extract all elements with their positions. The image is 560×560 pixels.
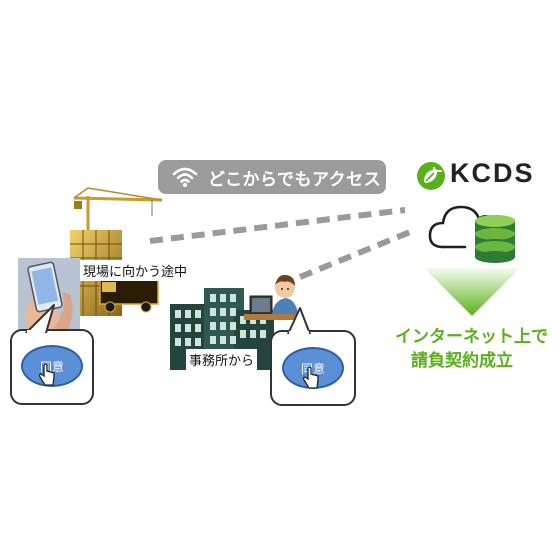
arrow-down-icon xyxy=(424,268,520,316)
construction-site-illustration xyxy=(70,187,163,316)
access-banner-text: どこからでもアクセス xyxy=(208,169,382,190)
site-label: 現場に向かう途中 xyxy=(80,260,191,281)
pointer-hand-icon xyxy=(39,363,55,386)
site-bubble-tail xyxy=(25,304,55,333)
pointer-hand-icon xyxy=(303,366,319,389)
office-agree-button-label: 同意 xyxy=(300,361,325,376)
brand-name: KCDS xyxy=(450,158,535,188)
office-worker-illustration xyxy=(244,274,298,320)
result-line-1: インターネット上で xyxy=(395,327,548,347)
cloud-database-icon xyxy=(428,205,515,263)
access-banner: どこからでもアクセス xyxy=(158,160,386,194)
office-agree-bubble: 同意 xyxy=(270,330,356,406)
office-label: 事務所から xyxy=(186,349,258,370)
office-agree-button[interactable]: 同意 xyxy=(282,347,344,389)
plug-leaf-icon xyxy=(417,162,445,190)
office-bubble-tail xyxy=(287,307,311,334)
wifi-icon xyxy=(172,167,198,187)
result-line-2: 請負契約成立 xyxy=(411,351,513,371)
